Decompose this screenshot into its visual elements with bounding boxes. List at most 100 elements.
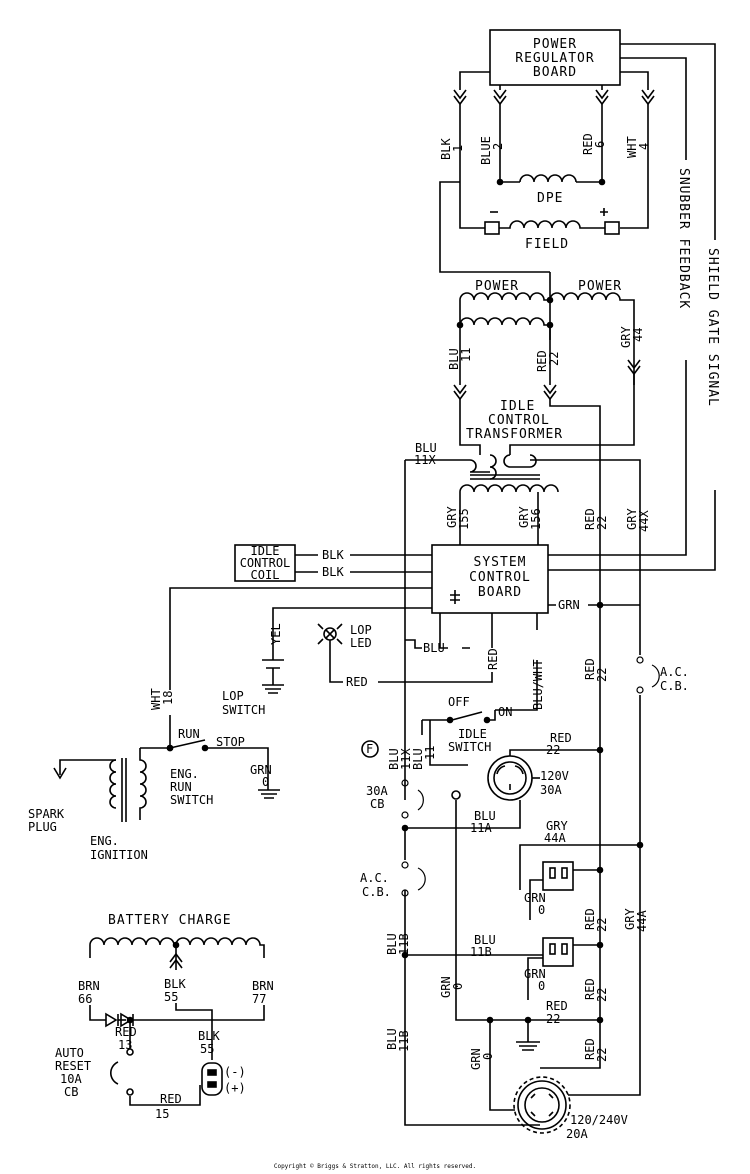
spark-plug-line-1: SPARK [28, 807, 65, 821]
wire-red-22-h-b: 22 [546, 1012, 560, 1026]
control-line-3: BOARD [478, 585, 522, 600]
ac-cb-left-line-1: A.C. [360, 871, 389, 885]
receptacle-120v-30a [405, 749, 600, 1021]
wire-grn-0-g: GRN [469, 1048, 483, 1070]
ac-cb-left-line-2: C.B. [362, 885, 391, 899]
auto-reset-line-1: AUTO [55, 1046, 84, 1060]
wire-grn-ctrl: GRN [558, 598, 580, 612]
wire-red-15-a: RED [160, 1092, 182, 1106]
wire-red-22-e-a: RED [550, 731, 572, 745]
wire-gry-156-a: GRY [517, 506, 531, 528]
wire-gry-44a-c: GRY [623, 908, 637, 930]
coil-line-2: CONTROL [240, 556, 291, 570]
wire-red-13-a: RED [115, 1025, 137, 1039]
grn-0-eng-b: 0 [262, 775, 269, 789]
wire-blu-11b-a: BLU [385, 933, 399, 955]
wire-red-22-b: 22 [547, 352, 561, 366]
control-line-2: CONTROL [469, 570, 531, 585]
coil-line-1: IDLE [251, 544, 280, 558]
wire-gry-44-a: GRY [619, 326, 633, 348]
wire-gry-156-b: 156 [529, 508, 543, 530]
dpe-winding [519, 174, 580, 183]
stop-label: STOP [216, 735, 245, 749]
power-label-right: POWER [578, 279, 622, 294]
wire-brn-77-a: BRN [252, 979, 274, 993]
main-bus-lines [404, 540, 641, 1126]
coil-line-3: COIL [251, 568, 280, 582]
ac-cb-right [636, 656, 660, 694]
wire-red-6-b: 6 [593, 141, 607, 148]
wire-grn-0-d: 0 [451, 983, 465, 990]
wire-blu-11b-e: BLU [385, 1028, 399, 1050]
wire-grn-0-c: GRN [439, 976, 453, 998]
wire-blu-11-a: BLU [447, 348, 461, 370]
wire-bluwht-ctrl: BLU/WHT [531, 659, 545, 710]
field-label: FIELD [525, 237, 569, 252]
wire-gry-155-a: GRY [445, 506, 459, 528]
lop-led-line-1: LOP [350, 623, 372, 637]
wire-red-15-b: 15 [155, 1107, 169, 1121]
regulator-line-2: REGULATOR [515, 51, 594, 66]
cb30-line-1: 30A [366, 784, 388, 798]
idle-switch-off: OFF [448, 695, 470, 709]
wire-brn-77-b: 77 [252, 992, 266, 1006]
shield-gate-signal-label: SHIELD GATE SIGNAL [705, 248, 720, 407]
ground-lower [166, 178, 644, 1111]
wire-red-lop: RED [346, 675, 368, 689]
wire-red-22-i-a: RED [583, 1038, 597, 1060]
wire-red-22-h-a: RED [546, 999, 568, 1013]
wire-blu-11b-c: BLU [474, 933, 496, 947]
grn-0-eng-a: GRN [250, 763, 272, 777]
wire-red-22-a: RED [535, 350, 549, 372]
lop-switch-line-2: SWITCH [222, 703, 265, 717]
f-marker [361, 740, 379, 758]
wire-gry-44a-d: 44A [635, 910, 649, 932]
system-control-board: SYSTEM CONTROL BOARD [431, 544, 549, 614]
wire-blu-11b-d: 11B [470, 945, 492, 959]
wire-grn-0-h: 0 [481, 1053, 495, 1060]
regulator-line-3: BOARD [533, 65, 577, 80]
wire-gry-44a-b: 44A [544, 831, 566, 845]
recept-120-line-2: 30A [540, 783, 562, 797]
power-windings [453, 272, 641, 401]
wire-blue-2-a: BLUE [479, 136, 493, 165]
wire-blk-55-c: BLK [198, 1029, 220, 1043]
coil-wires [295, 554, 432, 573]
eng-run-switch-line-1: ENG. [170, 767, 199, 781]
wire-blu-11-c: BLU [411, 748, 425, 770]
wire-wht-18-a: WHT [149, 688, 163, 710]
power-label-left: POWER [475, 279, 519, 294]
wire-brn-66-a: BRN [78, 979, 100, 993]
dpe-label: DPE [537, 191, 563, 206]
eng-ignition-line-2: IGNITION [90, 848, 148, 862]
regulator-wires [439, 71, 655, 273]
eng-ignition-coil [53, 748, 147, 822]
auto-reset-line-2: RESET [55, 1059, 91, 1073]
wire-brn-66-b: 66 [78, 992, 92, 1006]
auto-reset-line-4: CB [64, 1085, 78, 1099]
battery-plug-icon [201, 1062, 223, 1096]
battery-charge-label: BATTERY CHARGE [108, 913, 232, 928]
wire-gry-44x-b: 44X [637, 510, 651, 532]
wire-red-22-d: 22 [595, 516, 609, 530]
eng-ignition-line-1: ENG. [90, 834, 119, 848]
f-marker-label: F [366, 742, 373, 756]
wire-red-22-main-b: 22 [595, 668, 609, 682]
wire-red-22-f-a: RED [583, 908, 597, 930]
eng-run-switch-line-3: SWITCH [170, 793, 213, 807]
recept-240-line-1: 120/240V [570, 1113, 628, 1127]
control-line-1: SYSTEM [474, 555, 527, 570]
wire-blu-11x-b: 11X [414, 453, 436, 467]
wire-wht-4-b: 4 [637, 143, 651, 150]
wire-blu-11-b: 11 [459, 348, 473, 362]
wire-blk-coil-2: BLK [322, 565, 344, 579]
recept-120-line-1: 120V [540, 769, 569, 783]
transformer-line-2: CONTROL [488, 413, 550, 428]
transformer-line-3: TRANSFORMER [466, 427, 563, 442]
wire-red-13-b: 13 [118, 1038, 132, 1052]
wire-grn-0-a: GRN [524, 891, 546, 905]
wire-blu-11x-d: 11X [399, 748, 413, 770]
lop-led-line-2: LED [350, 636, 372, 650]
cb-30a [401, 779, 424, 819]
